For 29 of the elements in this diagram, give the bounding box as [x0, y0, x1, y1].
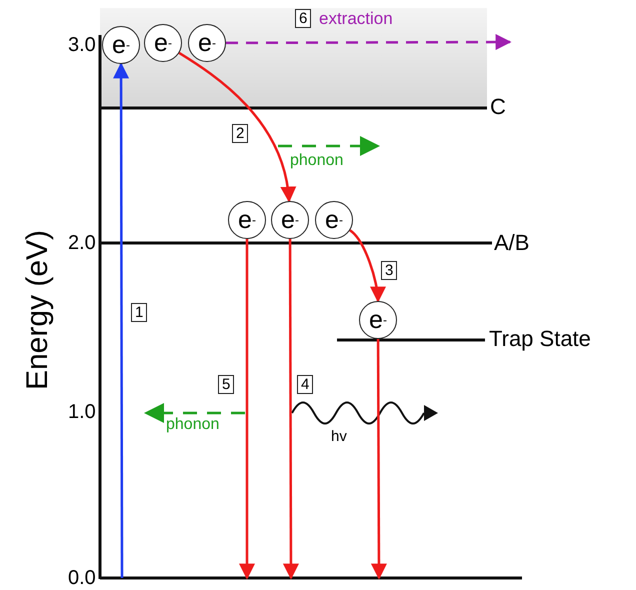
arrow [113, 62, 130, 578]
level-label: A/B [494, 232, 530, 254]
tick-label: 0.0 [68, 568, 96, 588]
process-label: phonon [166, 417, 220, 433]
tick-label: 3.0 [68, 35, 96, 55]
level-label: C [490, 96, 506, 118]
process-label: phonon [290, 153, 344, 169]
arrow [282, 239, 299, 580]
step-number: 3 [381, 261, 398, 280]
tick-label: 2.0 [68, 233, 96, 253]
step-number: 4 [297, 375, 314, 394]
step-number: 6 [295, 9, 312, 28]
arrow [226, 34, 512, 50]
axis-title: Energy (eV) [23, 230, 53, 390]
step-number: 2 [232, 124, 248, 143]
electron-circle: e$^{-}$ [228, 201, 266, 239]
step-number: 5 [218, 375, 234, 394]
step-number: 1 [131, 303, 148, 322]
arrow [370, 339, 387, 580]
process-label: extraction [319, 10, 393, 27]
electron-circle: e$^{-}$ [271, 201, 309, 239]
process-label: hv [331, 429, 347, 444]
arrow [349, 229, 386, 303]
electron-circle: e$^{-}$ [315, 201, 353, 239]
arrow [239, 239, 255, 580]
arrow [178, 52, 296, 203]
tick-label: 1.0 [68, 402, 96, 422]
electron-circle: e$^{-}$ [359, 301, 397, 339]
level-label: Trap State [489, 328, 591, 350]
